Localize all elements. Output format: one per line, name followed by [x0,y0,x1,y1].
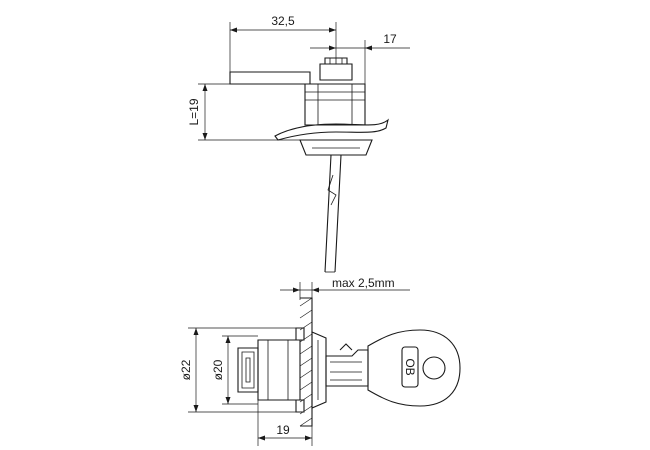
key-brand-label: OB [403,358,417,375]
spring-clip [274,118,389,141]
dimension-L19: L=19 [187,83,305,141]
mounting-panel [299,297,313,427]
dimension-19: 19 [257,400,313,446]
bottom-view: max 2,5mm [179,276,461,446]
lock-body [304,83,366,126]
bezel [299,139,373,156]
dimension-dia-20: ø20 [211,335,258,405]
dimension-17: 17 [310,32,410,84]
dim-19-label: 19 [276,423,290,437]
dim-L19-label: L=19 [187,98,201,125]
dim-dia-22-label: ø22 [179,359,193,380]
cam-lever [229,71,311,85]
dim-17-label: 17 [383,32,397,46]
dim-32-5-label: 32,5 [271,14,295,28]
dimension-32-5: 32,5 [229,14,337,72]
lock-body-side [237,327,327,413]
dim-dia-20-label: ø20 [211,359,225,380]
key-brand-mark: OB [401,346,419,388]
key-plug [319,57,353,81]
dim-panel-label: max 2,5mm [332,276,395,290]
dimension-dia-22: ø22 [179,327,296,413]
key-shaft [324,154,342,273]
top-view: 32,5 17 L=19 [187,14,410,273]
dimension-panel-thickness: max 2,5mm [280,276,410,300]
key: OB [325,329,461,407]
